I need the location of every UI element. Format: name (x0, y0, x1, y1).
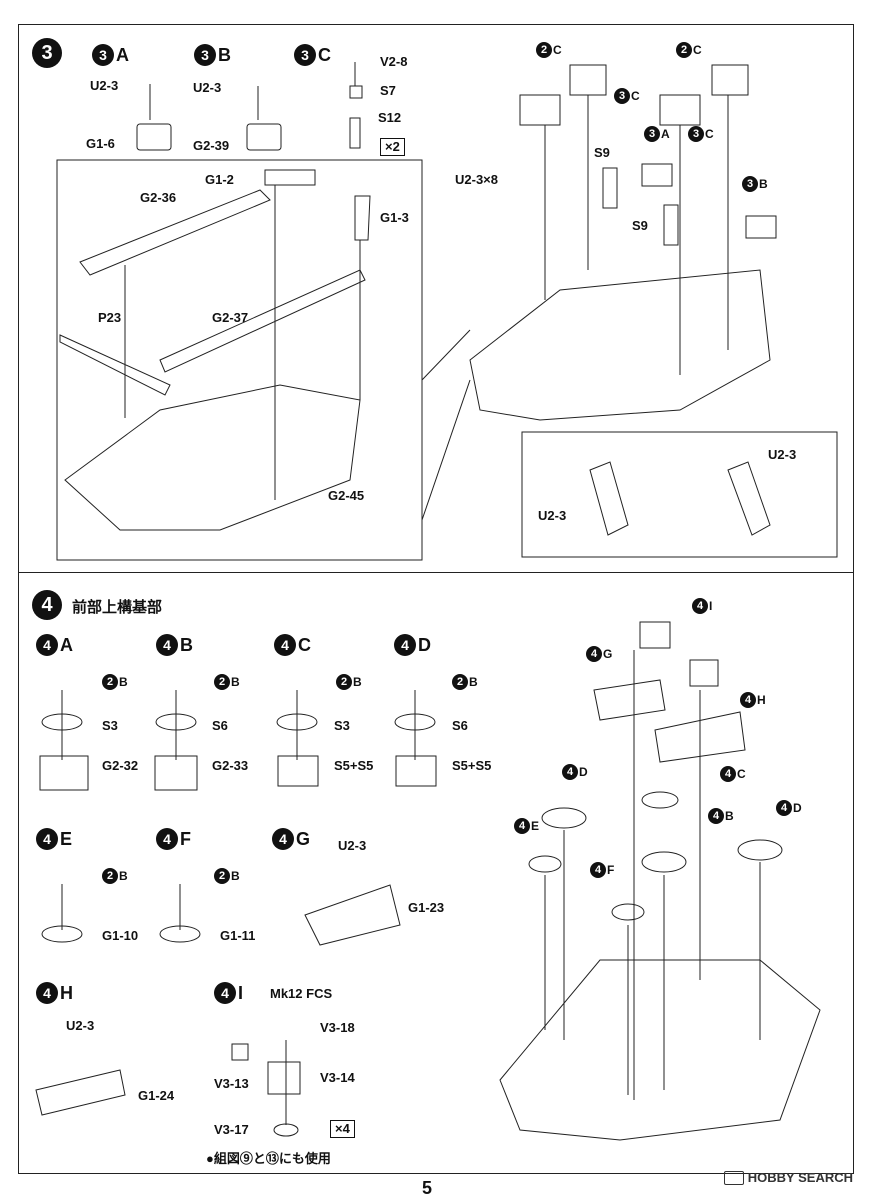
watermark-text: HOBBY SEARCH (747, 1170, 853, 1185)
part-g1-3: G1-3 (380, 210, 409, 225)
step-3b-num: 3 (194, 44, 216, 66)
step-4a-ring: S3 (102, 718, 118, 733)
watermark: HOBBY SEARCH (723, 1170, 853, 1185)
step-3c-part-s12: S12 (378, 110, 402, 125)
inset-u23-a: U2-3 (768, 447, 797, 462)
step-3a-part-base: G1-6 (86, 136, 115, 151)
exploded-view-box (56, 159, 423, 561)
step-4c-base: S5+S5 (334, 758, 374, 773)
step-4g-base: G1-23 (408, 900, 445, 915)
step-3b-letter: B (218, 44, 231, 65)
s9-label-b: S9 (632, 218, 648, 233)
step-4h-base: G1-24 (138, 1088, 175, 1103)
step-4b-ring: S6 (212, 718, 228, 733)
step-4d-base: S5+S5 (452, 758, 492, 773)
section-divider (18, 572, 854, 573)
inset-u23-b: U2-3 (538, 508, 567, 523)
step-4-title: 前部上構基部 (72, 599, 163, 616)
step-4a-base: G2-32 (102, 758, 139, 773)
step-4i-multiplier: ×4 (330, 1120, 355, 1138)
step-4f-base: G1-11 (220, 928, 256, 943)
step-3b-part-base: G2-39 (193, 138, 230, 153)
step-3c-part-v28: V2-8 (380, 54, 408, 69)
page-number: 5 (422, 1178, 433, 1198)
step-4-number: 4 (41, 593, 53, 616)
step-4h-top: U2-3 (66, 1018, 95, 1033)
watermark-icon (723, 1170, 744, 1185)
step-3a-num: 3 (92, 44, 114, 66)
step-3-number: 3 (41, 41, 53, 64)
step-4g-top: U2-3 (338, 838, 367, 853)
step-4b-base: G2-33 (212, 758, 249, 773)
step-4e-base: G1-10 (102, 928, 139, 943)
step-3-badge: 3 (32, 38, 62, 68)
step-3c-multiplier: ×2 (380, 138, 405, 156)
step-3a-letter: A (116, 44, 129, 65)
step-4i-v314: V3-14 (320, 1070, 355, 1085)
part-g2-45: G2-45 (328, 488, 365, 503)
step-4i-v318: V3-18 (320, 1020, 355, 1035)
s9-label-a: S9 (594, 145, 610, 160)
detail-inset-box (521, 431, 838, 558)
part-g2-37: G2-37 (212, 310, 249, 325)
step-4i-v317: V3-17 (214, 1122, 249, 1137)
step-4i-v313: V3-13 (214, 1076, 249, 1091)
step-3c-letter: C (318, 44, 331, 65)
step-4d-ring: S6 (452, 718, 468, 733)
part-p23: P23 (98, 310, 122, 325)
step-4-badge: 4 (32, 590, 62, 620)
step-3b-part-top: U2-3 (193, 80, 222, 95)
step-3c-part-s7: S7 (380, 83, 396, 98)
u23x8-label: U2-3×8 (455, 172, 498, 187)
step-4i-name: Mk12 FCS (270, 986, 333, 1001)
step-3a-part-top: U2-3 (90, 78, 119, 93)
part-g2-36: G2-36 (140, 190, 177, 205)
page-frame (18, 24, 854, 1174)
step-4c-ring: S3 (334, 718, 350, 733)
step-4i-note: ●組図⑨と⑬にも使用 (206, 1151, 331, 1166)
part-g1-2: G1-2 (205, 172, 234, 187)
step-3c-num: 3 (294, 44, 316, 66)
